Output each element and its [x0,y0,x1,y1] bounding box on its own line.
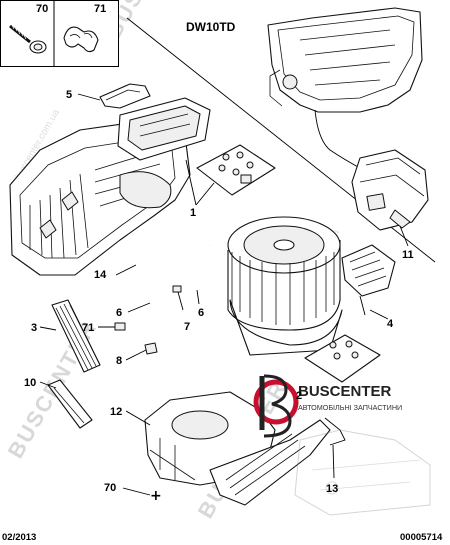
screw-icon [329,340,359,360]
callout-14: 14 [94,269,107,281]
callout-13: 13 [326,483,338,495]
part-4-kit-drawing [304,334,381,383]
callout-4: 4 [387,318,394,330]
part-6-hose-drawing [141,249,201,326]
part-5-cover-drawing [99,83,151,109]
callout-70: 70 [104,482,116,494]
callout-3: 3 [31,322,37,334]
callout-11: 11 [402,249,414,261]
logo-name: BUSCENTER [298,383,392,400]
model-label: DW10TD [186,20,236,34]
callout-1: 1 [190,207,196,219]
buscenter-logo: BUSCENTER АВТОМОБІЛЬНІ ЗАПЧАСТИНИ [253,374,402,438]
screw-icon [9,24,47,54]
callout-7: 7 [184,321,190,333]
inset-boxes: 70 71 [0,0,119,67]
part-1-kit-drawing [196,144,276,196]
inset-label-70: 70 [36,3,48,15]
inset-label-71: 71 [94,3,106,15]
part-7-clip-drawing [172,285,182,293]
screw-icon [218,151,254,184]
callout-12: 12 [110,406,122,418]
heater-housing-drawing [267,7,423,169]
callout-71: 71 [82,322,94,334]
callout-2: 2 [296,390,302,402]
part-1-frame-drawing [117,97,211,161]
flap-actuator-drawing [351,149,429,231]
part-8-clip-drawing [144,342,158,355]
doc-number: 00005714 [400,532,443,543]
part-4-resistor-drawing [341,244,396,316]
part-12-blower-housing-drawing [144,391,346,506]
date-code: 02/2013 [2,532,36,543]
blower-fan-drawing [227,216,343,356]
logo-tagline: АВТОМОБІЛЬНІ ЗАПЧАСТИНИ [298,403,402,412]
callout-5: 5 [66,89,72,101]
clip-icon [63,26,99,53]
part-10-seal-drawing [47,379,93,429]
callout-labels: 5 1 11 14 6 6 3 71 7 4 8 10 2 12 70 13 [24,89,414,495]
callout-10: 10 [24,377,36,389]
callout-6a: 6 [116,307,122,319]
part-3-pollen-filter-drawing [51,299,101,373]
callout-8: 8 [116,355,122,367]
callout-6b: 6 [198,307,204,319]
fastener-icon: + [150,488,162,504]
part-14-hose-drawing [130,224,211,266]
part-71-clip-drawing [114,322,126,331]
car-silhouette-drawing [294,429,431,516]
